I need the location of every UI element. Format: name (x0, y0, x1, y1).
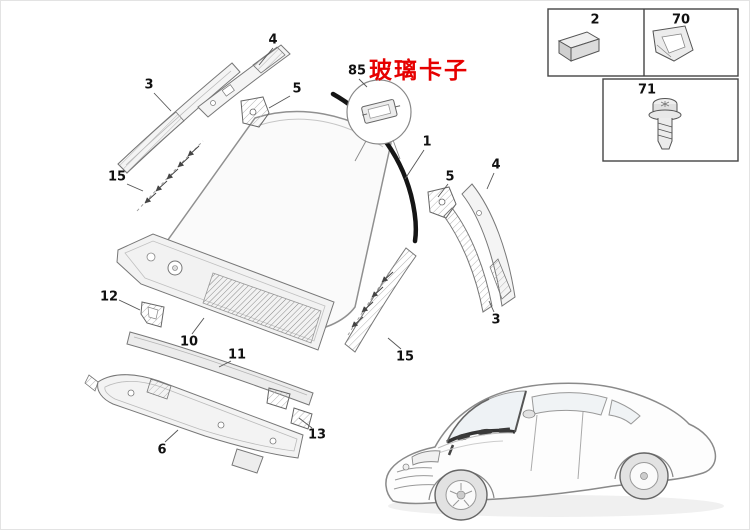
part-label-12: 12 (99, 289, 119, 305)
part-label-5-right: 5 (445, 169, 455, 185)
part-label-3-left: 3 (144, 77, 154, 93)
part-label-85: 85 (347, 63, 367, 79)
car-illustration (385, 382, 724, 521)
part-label-1: 1 (422, 134, 432, 150)
part-label-11: 11 (227, 347, 247, 363)
part-label-6: 6 (157, 442, 167, 458)
clip-part-70 (652, 25, 694, 62)
part-label-2: 2 (590, 12, 600, 28)
part-label-4-left: 4 (268, 32, 278, 48)
part-label-10: 10 (179, 334, 199, 350)
trim-strip-3-left (117, 62, 241, 174)
rail-4-right (461, 183, 516, 307)
seal-strip-11 (126, 331, 314, 406)
bracket-13 (266, 387, 313, 430)
trim-15-right (344, 247, 417, 353)
cowl-crossmember-6 (84, 374, 304, 474)
clip-part-2 (557, 31, 601, 62)
part-label-4-right: 4 (491, 157, 501, 173)
bracket-12 (140, 301, 165, 328)
part-label-71: 71 (637, 82, 657, 98)
part-label-5-left: 5 (292, 81, 302, 97)
trim-strip-3-right (443, 207, 493, 313)
part-label-15-right: 15 (395, 349, 415, 365)
rail-4-left (197, 44, 291, 118)
part-label-15-left: 15 (107, 169, 127, 185)
part-label-70: 70 (671, 12, 691, 28)
clips-15-left (136, 140, 204, 212)
screw-part-71 (648, 98, 682, 150)
bracket-5-left (240, 96, 270, 128)
annotation-glass-clip: 玻璃卡子 (369, 58, 469, 84)
inset-box-clips (547, 8, 739, 77)
cowl-grille-10 (116, 233, 335, 351)
leader-lines (118, 47, 495, 443)
part-label-3-right: 3 (491, 312, 501, 328)
inset-box-screw (602, 78, 739, 162)
part-label-13: 13 (307, 427, 327, 443)
clip-callout-85 (346, 79, 412, 162)
